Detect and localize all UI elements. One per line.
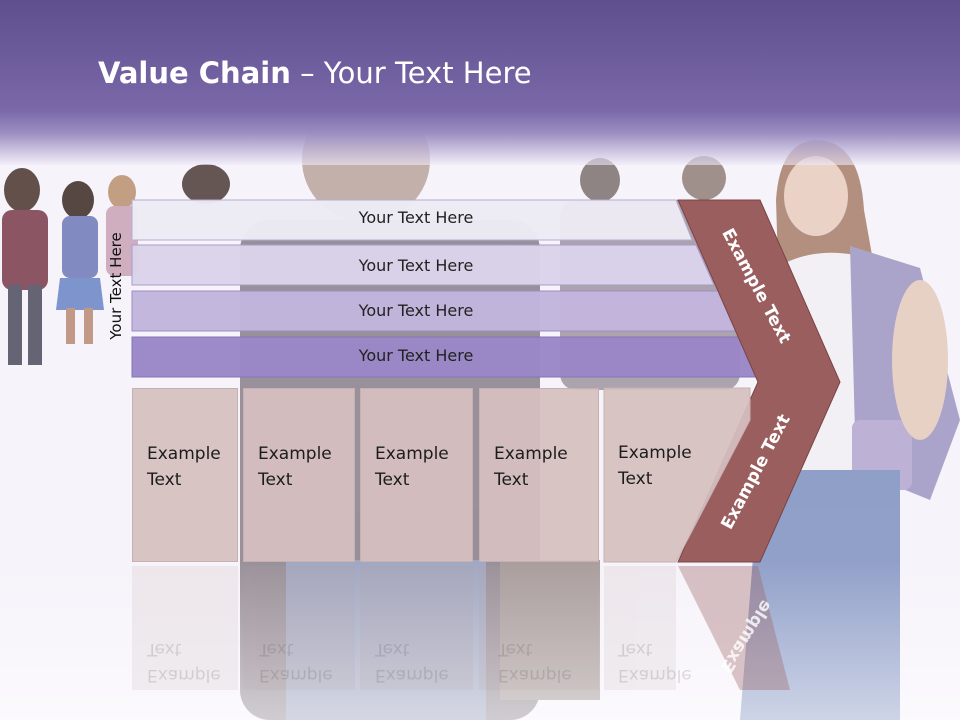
box-3-line1: Example bbox=[375, 444, 449, 464]
box-4-reflection: Example Text bbox=[498, 638, 572, 688]
box-2-line1: Example bbox=[258, 444, 332, 464]
box-3-reflection-line1: Example bbox=[375, 665, 449, 685]
box-5-line2: Text bbox=[618, 469, 653, 489]
box-1-line2: Text bbox=[147, 470, 182, 490]
box-1-reflection-line2: Text bbox=[147, 639, 182, 659]
box-2-line2: Text bbox=[258, 470, 293, 490]
diagram-reflection bbox=[132, 566, 676, 690]
box-5-reflection: Example Text bbox=[618, 638, 692, 688]
box-4-reflection-line1: Example bbox=[498, 665, 572, 685]
box-3-line2: Text bbox=[375, 470, 410, 490]
side-label: Your Text Here bbox=[107, 232, 125, 340]
box-2-reflection: Example Text bbox=[259, 638, 333, 688]
title-rest: – Your Text Here bbox=[290, 56, 532, 90]
box-2-reflection-line2: Text bbox=[259, 639, 294, 659]
box-3-reflection: Example Text bbox=[375, 638, 449, 688]
bar-2-label: Your Text Here bbox=[358, 256, 474, 275]
chevron-reflection bbox=[678, 566, 790, 690]
box-5-shape bbox=[603, 387, 751, 563]
box-4-reflection-line2: Text bbox=[498, 639, 533, 659]
box-4-line1: Example bbox=[494, 444, 568, 464]
box-5-line1: Example bbox=[618, 443, 692, 463]
box-1-line1: Example bbox=[147, 444, 221, 464]
bar-1 bbox=[131, 199, 693, 241]
box-4-line2: Text bbox=[494, 470, 529, 490]
bar-2 bbox=[131, 244, 715, 286]
box-2-reflection-line1: Example bbox=[259, 665, 333, 685]
box-5-reflection-line2: Text bbox=[618, 639, 653, 659]
box-1-reflection-line1: Example bbox=[147, 665, 221, 685]
header-band bbox=[0, 0, 960, 165]
box-1-reflection: Example Text bbox=[147, 638, 221, 688]
bar-1-label: Your Text Here bbox=[358, 208, 474, 227]
bar-3-label: Your Text Here bbox=[358, 301, 474, 320]
bar-4-label: Your Text Here bbox=[358, 346, 474, 365]
box-3-reflection-line2: Text bbox=[375, 639, 410, 659]
slide-title: Value Chain – Your Text Here bbox=[98, 56, 532, 90]
title-bold: Value Chain bbox=[98, 56, 291, 90]
box-5-reflection-line1: Example bbox=[618, 665, 692, 685]
